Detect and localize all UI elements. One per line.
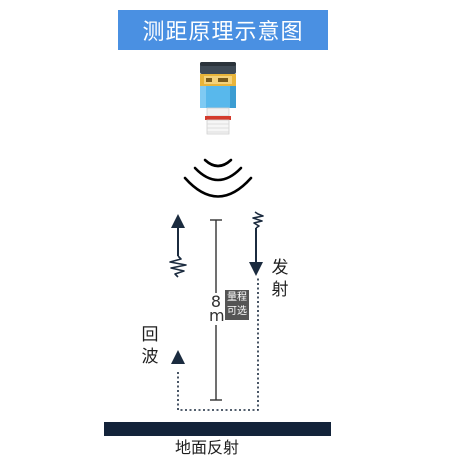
ultrasonic-sensor-icon <box>200 62 236 135</box>
title-text: 测距原理示意图 <box>142 20 304 45</box>
echo-label-2: 波 <box>141 347 159 367</box>
distance-value: 8 <box>209 292 223 311</box>
range-badge: 量程 可选 <box>225 290 249 320</box>
sound-wave-icon <box>183 158 253 198</box>
title-banner: 测距原理示意图 <box>118 10 328 50</box>
emit-arrow-icon <box>249 211 264 276</box>
emit-label-1: 发 <box>271 258 289 278</box>
ground-surface <box>104 422 331 436</box>
emit-label-2: 射 <box>271 280 289 300</box>
echo-arrow-icon <box>169 214 187 364</box>
range-badge-line2: 可选 <box>227 306 247 317</box>
range-badge-line1: 量程 <box>227 292 247 303</box>
echo-label-1: 回 <box>141 325 159 345</box>
ground-label: 地面反射 <box>175 438 240 457</box>
distance-unit: m <box>209 306 225 325</box>
